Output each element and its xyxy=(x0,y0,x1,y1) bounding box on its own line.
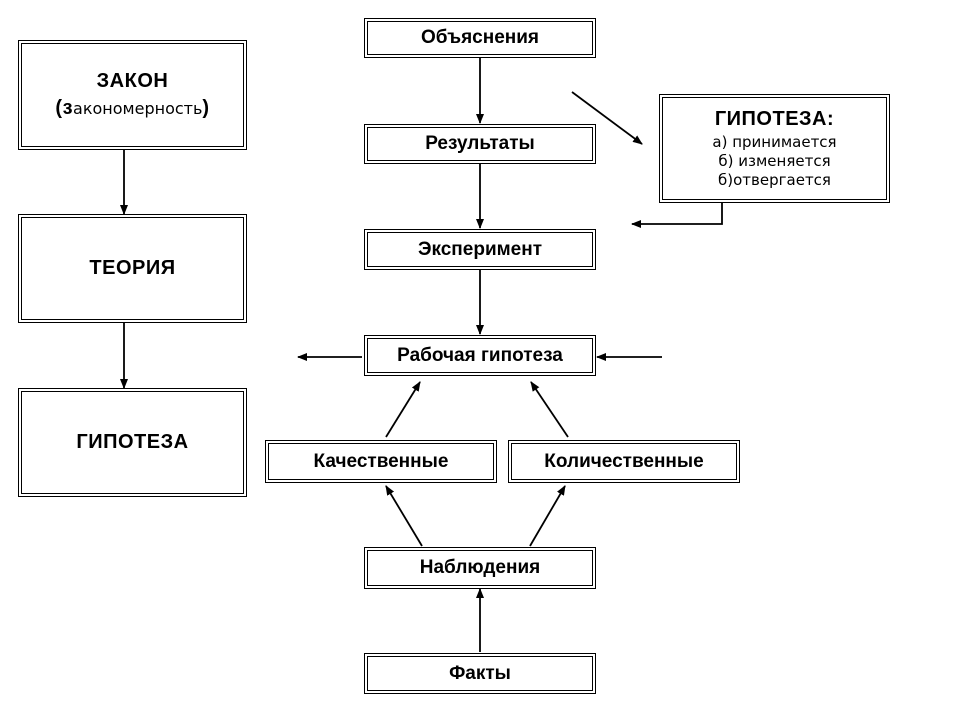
facts-label: Факты xyxy=(449,662,511,684)
arrow-hypothesis-box-back xyxy=(631,202,723,228)
results-label: Результаты xyxy=(425,133,535,154)
law-subtitle: (закономерность) xyxy=(55,97,209,120)
arrow-quantitative-to-working-hypothesis xyxy=(530,381,569,438)
explanations-box: Объяснения xyxy=(364,18,596,58)
qualitative-label: Качественные xyxy=(313,450,449,472)
law-box: ЗАКОН (закономерность) xyxy=(18,40,247,150)
experiment-label: Эксперимент xyxy=(417,238,543,260)
outcome-accepted: а) принимается xyxy=(712,132,837,151)
theory-label: ТЕОРИЯ xyxy=(89,257,176,279)
quantitative-label: Количественные xyxy=(544,450,704,472)
qualitative-box: Качественные xyxy=(265,440,497,483)
law-paren-open: ( xyxy=(55,97,63,119)
hypothesis-left-box: ГИПОТЕЗА xyxy=(18,388,247,497)
quantitative-box: Количественные xyxy=(508,440,740,483)
observations-box: Наблюдения xyxy=(364,547,596,589)
law-title: ЗАКОН xyxy=(96,70,169,92)
working-hypothesis-box: Рабочая гипотеза xyxy=(364,335,596,376)
hypothesis-outcomes-box: ГИПОТЕЗА: а) принимается б) изменяется б… xyxy=(659,94,890,203)
law-subtitle-rest: акономерность xyxy=(73,99,203,118)
arrow-observations-to-quantitative xyxy=(529,485,566,547)
theory-box: ТЕОРИЯ xyxy=(18,214,247,323)
observations-label: Наблюдения xyxy=(419,557,541,578)
arrow-to-hypothesis-box xyxy=(571,91,643,145)
arrow-qualitative-to-working-hypothesis xyxy=(385,381,421,438)
outcome-changed: б) изменяется xyxy=(718,151,831,170)
outcome-rejected: б)отвергается xyxy=(718,170,831,189)
experiment-box: Эксперимент xyxy=(364,229,596,270)
working-hypothesis-label: Рабочая гипотеза xyxy=(397,344,563,366)
explanations-label: Объяснения xyxy=(420,27,540,48)
hypothesis-left-label: ГИПОТЕЗА xyxy=(76,431,189,453)
hypothesis-outcomes-title: ГИПОТЕЗА: xyxy=(714,107,835,130)
law-paren-close: ) xyxy=(202,97,210,119)
facts-box: Факты xyxy=(364,653,596,694)
law-paren-z: з xyxy=(62,97,74,119)
results-box: Результаты xyxy=(364,124,596,164)
arrow-observations-to-qualitative xyxy=(385,485,423,547)
